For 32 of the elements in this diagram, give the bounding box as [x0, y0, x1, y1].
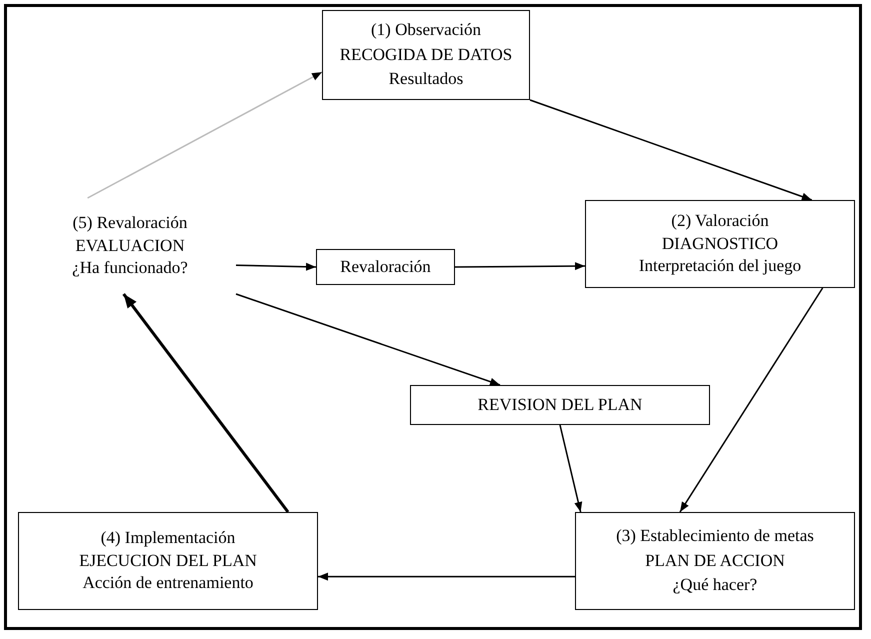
arrow — [236, 262, 316, 271]
node-text: Resultados — [388, 70, 464, 90]
arrow — [87, 71, 322, 199]
node-text: Revaloración — [340, 258, 431, 276]
process-box — [585, 200, 855, 288]
arrow — [559, 424, 582, 512]
process-box — [322, 10, 530, 100]
node-text: Interpretación del juego — [638, 257, 802, 276]
node-text: PLAN DE ACCION — [645, 552, 785, 570]
node-text: ¿Qué hacer? — [672, 576, 758, 596]
node-text: REVISION DEL PLAN — [478, 396, 642, 414]
node-text: DIAGNOSTICO — [662, 234, 778, 254]
node-text: (4) Implementación — [100, 528, 236, 548]
arrow — [530, 99, 812, 201]
node-text: RECOGIDA DE DATOS — [340, 46, 512, 64]
node-text: Acción de entrenamiento — [82, 574, 254, 594]
node-text: (2) Valoración — [671, 212, 769, 231]
arrow — [455, 262, 585, 270]
process-box — [316, 249, 455, 285]
node-text: ¿Ha funcionado? — [72, 259, 188, 278]
process-box — [410, 385, 710, 425]
arrow — [122, 293, 290, 513]
node-text: (1) Observación — [371, 20, 481, 40]
node-text: EJECUCION DEL PLAN — [79, 552, 257, 570]
arrow — [318, 572, 575, 581]
arrow — [236, 293, 500, 386]
node-text: (3) Establecimiento de metas — [616, 526, 814, 546]
arrow — [679, 288, 824, 512]
process-box — [575, 512, 855, 610]
node-text: EVALUACION — [75, 236, 185, 256]
process-box — [18, 512, 318, 610]
node-text: (5) Revaloración — [72, 214, 188, 233]
